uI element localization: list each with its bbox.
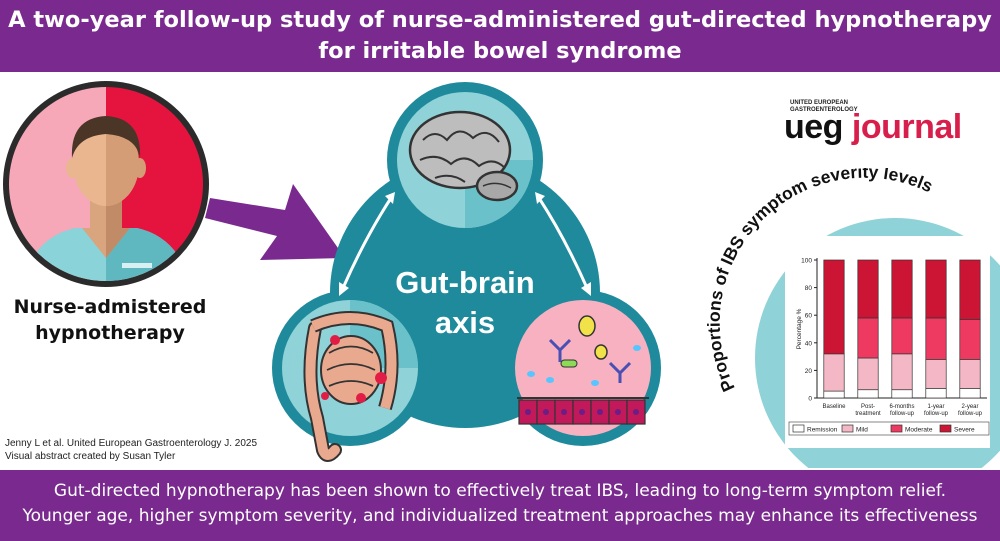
- bar-remission-4: [925, 387, 947, 399]
- severity-chart-panel: Proportions of IBS symptom severity leve…: [705, 168, 1000, 468]
- bar-severe-1: [823, 259, 845, 355]
- bar-remission-1: [823, 390, 845, 399]
- bar-moderate-3: [891, 317, 913, 355]
- page-title: A two-year follow-up study of nurse-admi…: [0, 0, 1000, 67]
- journal-logo-word: journal: [851, 108, 962, 146]
- microbes-icon: [517, 315, 649, 425]
- bar-mild-3: [891, 353, 913, 391]
- bar-remission-3: [891, 389, 913, 399]
- x-tick-label: Baseline: [822, 404, 846, 410]
- footer-banner: Gut-directed hypnotherapy has been shown…: [0, 470, 1000, 541]
- header-banner: A two-year follow-up study of nurse-admi…: [0, 0, 1000, 72]
- legend-label-moderate: Moderate: [905, 427, 933, 434]
- intestines-icon: [303, 311, 399, 462]
- legend-box: [788, 421, 990, 436]
- brain-circle: [387, 82, 543, 238]
- y-tick-label: 60: [805, 313, 813, 320]
- nurse-illustration: [3, 81, 209, 287]
- bar-severe-3: [891, 259, 913, 319]
- citation-line-2: Visual abstract created by Susan Tyler: [5, 451, 176, 462]
- bar-moderate-2: [857, 317, 879, 359]
- gut-microbiome-arrow: [414, 434, 516, 446]
- y-axis-label: Percentage %: [796, 308, 803, 349]
- title-line-2: for irritable bowel syndrome: [318, 38, 682, 64]
- axis-label-line-2: axis: [435, 305, 495, 340]
- ueg-logo-small-line-2: GASTROENTEROLOGY: [790, 107, 858, 113]
- legend-label-remission: Remission: [807, 427, 838, 434]
- x-tick-label: 1-year: [927, 404, 944, 410]
- axis-label-line-1: Gut-brain: [395, 265, 535, 300]
- ueg-logo-small-line-1: UNITED EUROPEAN: [790, 100, 849, 106]
- x-tick-label: follow-up: [890, 411, 915, 417]
- ueg-logo-small-text: UNITED EUROPEAN GASTROENTEROLOGY: [790, 100, 858, 114]
- legend-swatch-severe: [939, 424, 952, 433]
- x-tick-label: 2-year: [961, 404, 978, 410]
- x-tick-label: Post-: [861, 404, 875, 410]
- footer-line-2: Younger age, higher symptom severity, an…: [22, 506, 978, 526]
- bar-remission-5: [959, 387, 981, 399]
- bar-mild-1: [823, 353, 845, 392]
- gut-brain-axis-diagram: Gut-brain axis: [272, 82, 661, 462]
- citation-line-1: Jenny L et al. United European Gastroent…: [5, 438, 258, 449]
- bar-mild-2: [857, 357, 879, 391]
- title-line-1: A two-year follow-up study of nurse-admi…: [8, 7, 992, 33]
- brain-icon: [408, 110, 519, 202]
- plot-panel: [785, 236, 990, 448]
- y-tick-label: 80: [805, 285, 813, 292]
- footer-line-1: Gut-directed hypnotherapy has been shown…: [53, 481, 947, 501]
- y-tick-label: 100: [801, 258, 812, 265]
- microbiome-circle: [505, 290, 661, 446]
- legend-swatch-mild: [841, 424, 854, 433]
- ueg-journal-logo: ueg journal: [784, 108, 962, 146]
- bar-moderate-5: [959, 318, 981, 360]
- bar-mild-4: [925, 359, 947, 389]
- x-tick-label: follow-up: [958, 411, 983, 417]
- bar-severe-2: [857, 259, 879, 319]
- nurse-label-line-1: Nurse-admistered: [13, 296, 207, 318]
- legend-swatch-remission: [792, 424, 805, 433]
- nurse-label-line-2: hypnotherapy: [35, 322, 185, 344]
- brain-gut-arrow: [341, 197, 393, 289]
- x-tick-label: 6-months: [889, 404, 914, 410]
- x-tick-label: follow-up: [924, 411, 949, 417]
- gut-circle: [272, 290, 428, 462]
- x-tick-label: treatment: [855, 411, 881, 417]
- bar-remission-2: [857, 389, 879, 399]
- legend-label-mild: Mild: [856, 427, 868, 434]
- connector-arrows: [341, 197, 589, 446]
- arrow-right-icon: [205, 184, 345, 260]
- bar-severe-4: [925, 259, 947, 319]
- brain-microbiome-arrow: [537, 197, 589, 289]
- nurse-label: Nurse-admistered hypnotherapy: [10, 294, 210, 346]
- bar-mild-5: [959, 359, 981, 389]
- bar-moderate-4: [925, 317, 947, 360]
- citation: Jenny L et al. United European Gastroent…: [5, 437, 257, 463]
- footer-text: Gut-directed hypnotherapy has been shown…: [0, 470, 1000, 529]
- y-tick-label: 40: [805, 340, 813, 347]
- y-tick-label: 20: [805, 368, 813, 375]
- legend-swatch-moderate: [890, 424, 903, 433]
- bar-severe-5: [959, 259, 981, 320]
- ueg-logo-word: ueg: [784, 108, 843, 146]
- y-tick-label: 0: [808, 396, 812, 403]
- legend-label-severe: Severe: [954, 427, 975, 434]
